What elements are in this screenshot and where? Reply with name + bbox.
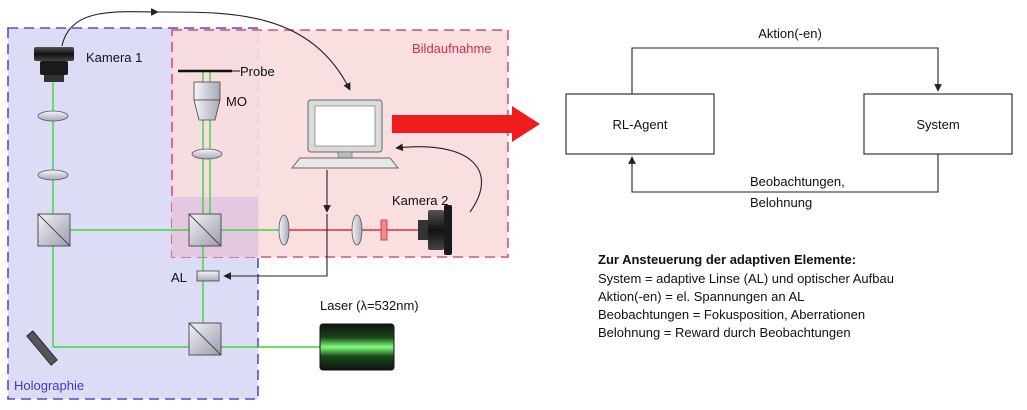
rl-agent-label: RL-Agent bbox=[613, 117, 668, 132]
legend-line: System = adaptive Linse (AL) und optisch… bbox=[598, 271, 894, 286]
lens-icon bbox=[37, 110, 69, 122]
observation-label-line2: Belohnung bbox=[750, 195, 812, 210]
mirror-icon bbox=[26, 330, 58, 366]
laser-icon bbox=[319, 323, 395, 371]
pc-to-al-arrow bbox=[223, 214, 328, 280]
probe-label: Probe bbox=[240, 64, 275, 79]
system-box bbox=[863, 93, 1013, 155]
big-red-arrow bbox=[392, 106, 540, 142]
legend-line: Belohnung = Reward durch Beobachtungen bbox=[598, 325, 851, 340]
kamera2-to-pc-arrow bbox=[395, 143, 482, 213]
lens-icon bbox=[278, 214, 290, 246]
legend-line: Aktion(-en) = el. Spannungen an AL bbox=[598, 289, 804, 304]
holographie-label: Holographie bbox=[14, 378, 84, 393]
observation-arrow bbox=[628, 154, 939, 193]
system-label: System bbox=[916, 117, 959, 132]
kamera1-to-pc-arrow-head bbox=[157, 11, 351, 91]
lens-icon bbox=[37, 169, 69, 181]
al-label: AL bbox=[171, 270, 187, 285]
bildaufnahme-label: Bildaufnahme bbox=[412, 41, 492, 56]
computer-icon bbox=[290, 99, 400, 169]
kamera1-label: Kamera 1 bbox=[86, 50, 142, 65]
action-arrow bbox=[631, 47, 942, 94]
action-label: Aktion(-en) bbox=[758, 26, 822, 41]
objective-icon bbox=[193, 81, 221, 121]
beamsplitter-icon bbox=[188, 322, 222, 356]
kamera1-camera-icon bbox=[34, 47, 74, 82]
legend-heading: Zur Ansteuerung der adaptiven Elemente: bbox=[598, 252, 856, 267]
legend-line: Beobachtungen = Fokusposition, Aberratio… bbox=[598, 307, 865, 322]
lens-icon bbox=[351, 214, 363, 246]
laser-label: Laser (λ=532nm) bbox=[320, 298, 419, 313]
observation-label-line1: Beobachtungen, bbox=[750, 174, 845, 189]
beamsplitter-icon bbox=[37, 213, 71, 247]
mo-label: MO bbox=[226, 94, 247, 109]
kamera2-label: Kamera 2 bbox=[392, 193, 448, 208]
kamera2-camera-icon bbox=[418, 205, 452, 255]
beamsplitter-icon bbox=[188, 213, 222, 247]
rl-agent-box bbox=[565, 93, 715, 155]
lens-icon bbox=[191, 148, 223, 160]
kamera1-to-pc-arrow bbox=[61, 8, 159, 47]
adaptive-lens-icon bbox=[196, 270, 220, 282]
filter-icon bbox=[380, 219, 388, 241]
